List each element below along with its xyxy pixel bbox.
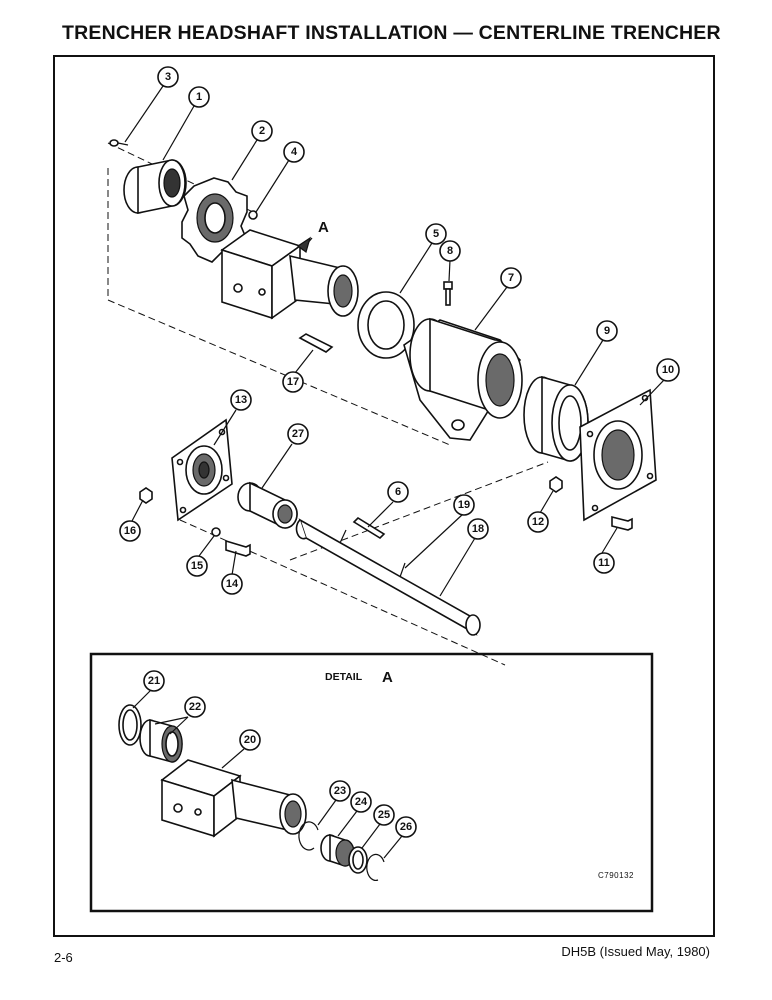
part-nut-16 [139,487,153,504]
drawing-code: C790132 [598,871,634,880]
svg-text:18: 18 [472,523,484,535]
part-key-6 [352,516,386,540]
part-snap-ring-26 [366,853,385,881]
callout-20: 20 [239,729,261,751]
callout-14: 14 [221,573,243,595]
callout-22: 22 [184,696,206,718]
callout-25: 25 [373,804,395,826]
svg-text:24: 24 [355,796,368,808]
callout-18: 18 [467,518,489,540]
svg-text:8: 8 [447,245,453,257]
part-shaft-18 [295,518,481,636]
part-headshaft-housing [220,229,359,320]
part-nut-12 [549,476,563,493]
part-sprocket-2 [181,177,248,263]
svg-text:4: 4 [291,146,298,158]
svg-text:11: 11 [598,557,610,569]
part-seal-5 [357,291,415,359]
svg-text:23: 23 [334,785,346,797]
callout-4: 4 [283,141,305,163]
detail-a-letter: A [382,669,393,686]
part-bolt-14 [225,539,251,557]
part-seal-25 [348,846,368,874]
svg-text:13: 13 [235,394,247,406]
callout-19: 19 [453,494,475,516]
svg-text:14: 14 [226,578,239,590]
page-title: TRENCHER HEADSHAFT INSTALLATION — CENTER… [62,22,721,44]
svg-text:1: 1 [196,91,202,103]
part-bearing-plate-13 [171,418,233,522]
callout-26: 26 [395,816,417,838]
svg-text:5: 5 [433,228,439,240]
callout-23: 23 [329,780,351,802]
detail-a-box [89,652,654,913]
svg-text:27: 27 [292,428,304,440]
part-needle-bearing-22 [139,718,183,763]
callout-13: 13 [230,389,252,411]
part-bearing-housing-7 [403,317,523,441]
svg-text:2: 2 [259,125,265,137]
callout-9: 9 [596,320,618,342]
svg-text:22: 22 [189,701,201,713]
svg-text:6: 6 [395,486,401,498]
part-spacer-27 [237,481,298,529]
part-seal-21 [118,704,142,746]
part-bearing-flange-1 [123,159,187,214]
callout-leaders [124,85,665,859]
svg-text:25: 25 [378,809,390,821]
part-bolt-3 [109,139,129,147]
svg-text:19: 19 [458,499,470,511]
callout-15: 15 [186,555,208,577]
callout-5: 5 [425,223,447,245]
callout-8: 8 [439,240,461,262]
svg-text:21: 21 [148,675,160,687]
svg-text:10: 10 [662,364,674,376]
part-washer-15 [211,527,221,537]
detail-a-label: DETAIL [325,671,363,683]
part-key-17 [298,333,334,353]
svg-text:26: 26 [400,821,412,833]
callout-17: 17 [282,371,304,393]
svg-text:3: 3 [165,71,171,83]
callout-10: 10 [656,358,680,382]
document-reference: DH5B (Issued May, 1980) [561,944,710,959]
part-housing-20 [160,759,307,838]
callout-12: 12 [527,511,549,533]
callout-24: 24 [350,791,372,813]
part-mount-plate-10 [579,388,657,522]
svg-text:20: 20 [244,734,256,746]
svg-text:7: 7 [508,272,514,284]
view-marker-a: A [318,219,329,236]
part-washer-4 [248,210,258,220]
callout-21: 21 [143,670,165,692]
svg-text:9: 9 [604,325,610,337]
svg-text:17: 17 [287,376,299,388]
svg-text:15: 15 [191,560,203,572]
callout-27: 27 [287,423,309,445]
part-collar-9 [523,375,589,462]
svg-text:12: 12 [532,516,544,528]
page-number: 2-6 [54,950,73,965]
callout-6: 6 [387,481,409,503]
callout-2: 2 [251,120,273,142]
callout-11: 11 [593,552,615,574]
figure-frame [53,55,715,937]
callout-3: 3 [157,66,179,88]
part-bolt-11 [611,515,633,531]
callout-16: 16 [119,520,141,542]
callout-7: 7 [500,267,522,289]
part-bolt-8 [443,281,453,306]
callout-1: 1 [188,86,210,108]
part-snap-ring-23 [298,821,319,851]
svg-text:16: 16 [124,525,136,537]
